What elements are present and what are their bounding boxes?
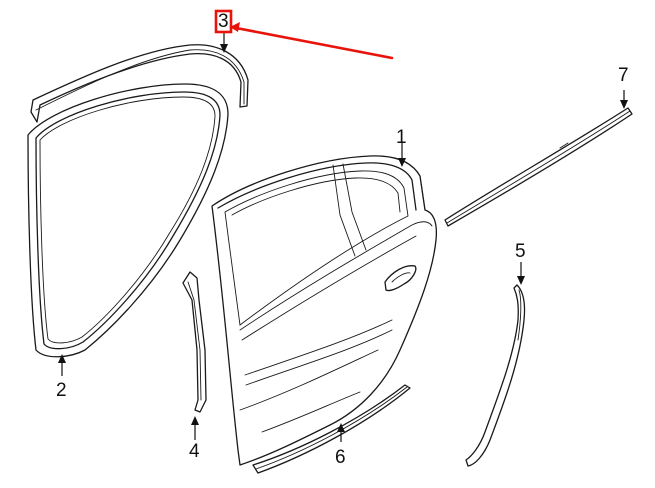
leader-lines	[58, 33, 628, 442]
lower-door-moulding	[252, 384, 411, 474]
b-pillar-clip-strip	[182, 271, 207, 413]
callout-3: 3	[218, 11, 229, 32]
callout-1: 1	[396, 127, 407, 148]
callout-7: 7	[618, 65, 629, 86]
callout-5: 5	[515, 241, 526, 262]
door-edge-seal	[465, 284, 526, 467]
callout-6: 6	[335, 447, 346, 468]
upper-frame-strip	[30, 44, 249, 123]
callout-2: 2	[56, 380, 67, 401]
rear-door-shell	[211, 155, 438, 466]
belt-moulding	[444, 107, 633, 227]
callout-4: 4	[189, 441, 200, 462]
highlight-marker	[214, 9, 394, 60]
door-weatherstrip	[27, 83, 229, 358]
